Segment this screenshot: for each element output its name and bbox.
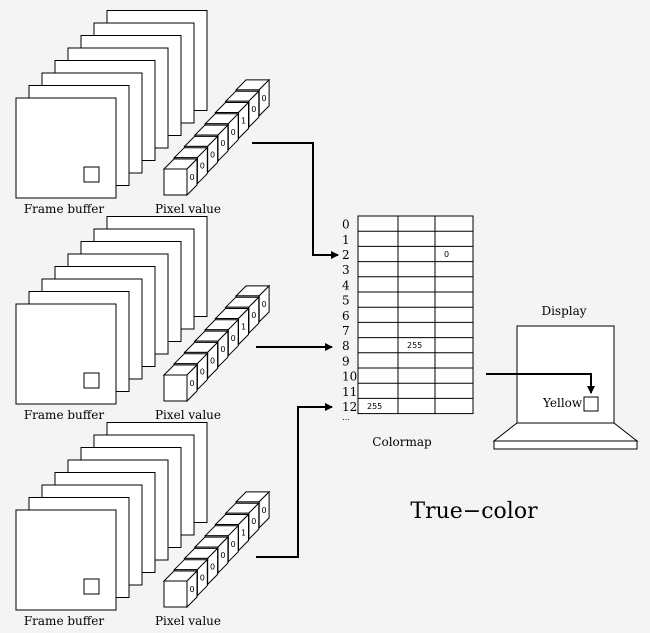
colormap-entry: 255: [407, 341, 422, 350]
diagram-title: True−color: [410, 499, 538, 524]
colormap-index: 0: [342, 218, 350, 232]
bit-plane-sheet: [15, 509, 117, 611]
selected-pixel-square: [83, 372, 100, 389]
bit-value: 0: [189, 379, 194, 388]
frame-buffer-label: Frame buffer: [24, 202, 105, 216]
colormap-entry: 255: [367, 402, 382, 411]
pixel-value-label: Pixel value: [155, 614, 221, 628]
monitor-base: [492, 422, 639, 442]
colormap-index: 11: [342, 385, 357, 399]
colormap-index: 3: [342, 263, 350, 277]
selected-pixel-square: [83, 578, 100, 595]
pixel-value-label: Pixel value: [155, 408, 221, 422]
frame-buffer-label: Frame buffer: [24, 408, 105, 422]
bit-value: 0: [262, 94, 267, 103]
monitor-base-front: [493, 440, 638, 450]
colormap-index: 10: [342, 370, 357, 384]
bit-value: 0: [251, 105, 256, 114]
colormap-border: [357, 215, 474, 415]
frame-buffer-label: Frame buffer: [24, 614, 105, 628]
display-monitor: Display Yellow: [492, 304, 639, 450]
bit-value: 0: [210, 356, 215, 365]
pixel-value-label: Pixel value: [155, 202, 221, 216]
bit-plane-sheet: [15, 303, 117, 405]
colormap-entry: 0: [444, 250, 449, 259]
bit-cube-front: [163, 580, 188, 608]
arrow-blue-to-colormap: [256, 403, 333, 558]
bit-value: 0: [210, 562, 215, 571]
bit-value: 1: [241, 117, 246, 126]
bit-value: 0: [189, 173, 194, 182]
bit-cube-front: [163, 168, 188, 196]
arrow-red-to-colormap: [252, 142, 339, 259]
colormap-index: 2: [342, 248, 350, 262]
bit-value: 0: [189, 585, 194, 594]
yellow-pixel-square: [583, 396, 599, 412]
bit-value: 1: [241, 323, 246, 332]
bit-value: 0: [231, 540, 236, 549]
bit-plane-sheet: [15, 97, 117, 199]
bit-value: 0: [231, 334, 236, 343]
colormap-index: 1: [342, 233, 350, 247]
selected-pixel-square: [83, 166, 100, 183]
colormap-ellipsis: ⋯: [342, 415, 350, 424]
colormap-index: 9: [342, 354, 350, 368]
bit-value: 1: [241, 529, 246, 538]
colormap-index: 7: [342, 324, 350, 338]
yellow-label: Yellow: [542, 396, 583, 410]
bit-value: 0: [231, 128, 236, 137]
bit-cube-front: [163, 374, 188, 402]
bit-value: 0: [220, 551, 225, 560]
colormap-index: 6: [342, 309, 350, 323]
display-label: Display: [541, 304, 586, 318]
colormap-index: 5: [342, 294, 350, 308]
colormap-index: 4: [342, 278, 350, 292]
bit-value: 0: [220, 139, 225, 148]
colormap-index: 8: [342, 339, 350, 353]
bit-value: 0: [210, 150, 215, 159]
bit-value: 0: [251, 517, 256, 526]
bit-value: 0: [251, 311, 256, 320]
arrow-colormap-to-display: [486, 373, 595, 394]
colormap-label: Colormap: [372, 435, 432, 449]
bit-value: 0: [262, 506, 267, 515]
bit-value: 0: [262, 300, 267, 309]
bit-value: 0: [200, 368, 205, 377]
bit-value: 0: [220, 345, 225, 354]
bit-value: 0: [200, 162, 205, 171]
colormap-index: 12: [342, 400, 357, 414]
bit-value: 0: [200, 574, 205, 583]
